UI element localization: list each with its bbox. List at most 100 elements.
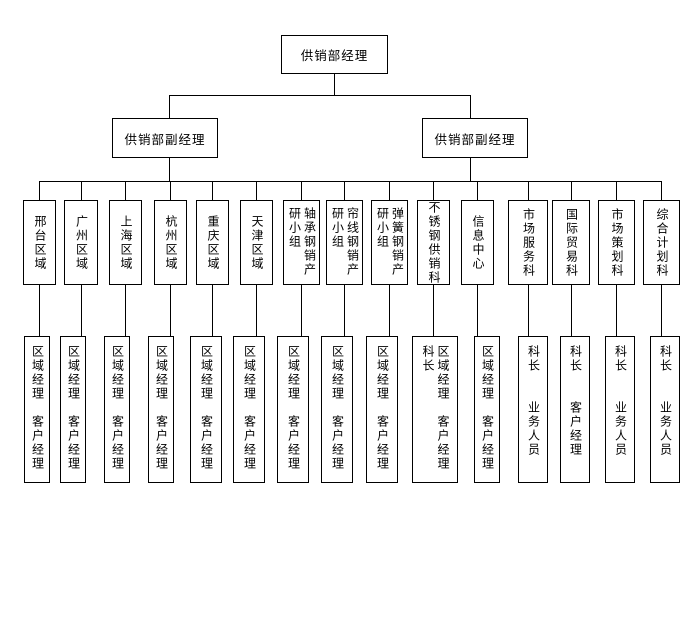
staff-box-10-line-1: 科长: [421, 345, 435, 373]
connector-dept-staff-7: [301, 285, 302, 336]
connector-deputy-left-up: [169, 95, 170, 118]
staff-box-4-line-0: 区域经理 客户经理: [154, 345, 169, 471]
dept-box-2: 广州区域: [64, 200, 98, 285]
staff-box-5-line-0: 区域经理 客户经理: [199, 345, 214, 471]
dept-box-10-line-0: 不锈钢供销科: [427, 200, 441, 285]
staff-box-15-line-0: 科长 业务人员: [658, 345, 673, 457]
staff-box-3-line-0: 区域经理 客户经理: [110, 345, 125, 471]
deputy-box-right-label: 供销部副经理: [434, 131, 516, 147]
dept-box-11: 信息中心: [461, 200, 494, 285]
dept-box-7-line-0: 轴承钢销产: [302, 207, 317, 277]
dept-box-9-line-0: 弹簧钢销产: [390, 207, 405, 277]
staff-box-3: 区域经理 客户经理: [104, 336, 130, 483]
connector-drop-dept-15: [661, 181, 662, 200]
connector-dept-staff-8: [344, 285, 345, 336]
dept-box-11-line-0: 信息中心: [471, 214, 485, 271]
staff-box-9-line-0: 区域经理 客户经理: [375, 345, 390, 471]
connector-root-stem: [334, 74, 335, 95]
staff-box-9: 区域经理 客户经理: [366, 336, 398, 483]
staff-box-2: 区域经理 客户经理: [60, 336, 86, 483]
connector-drop-dept-5: [212, 181, 213, 200]
staff-box-12-line-0: 科长 业务人员: [526, 345, 541, 457]
staff-box-10: 区域经理 客户经理科长: [412, 336, 458, 483]
connector-drop-dept-1: [39, 181, 40, 200]
connector-drop-dept-10: [433, 181, 434, 200]
dept-box-14-line-0: 市场策划科: [610, 207, 624, 278]
connector-drop-dept-7: [301, 181, 302, 200]
staff-box-1-line-0: 区域经理 客户经理: [30, 345, 45, 471]
dept-box-14: 市场策划科: [598, 200, 635, 285]
dept-box-6: 天津区域: [240, 200, 273, 285]
connector-dept-staff-3: [125, 285, 126, 336]
connector-dept-staff-10: [433, 285, 434, 336]
staff-box-6-line-0: 区域经理 客户经理: [242, 345, 257, 471]
dept-box-9-line-1: 研小组: [375, 207, 390, 249]
staff-box-12: 科长 业务人员: [518, 336, 548, 483]
staff-box-7: 区域经理 客户经理: [277, 336, 309, 483]
dept-box-8-line-0: 帘线钢销产: [345, 207, 360, 277]
connector-dept-staff-4: [170, 285, 171, 336]
connector-deputy-right-down: [470, 158, 471, 181]
dept-box-5-line-0: 重庆区域: [206, 214, 220, 271]
connector-deputy-left-down: [169, 158, 170, 181]
connector-rail-1: [169, 95, 471, 96]
dept-box-3: 上海区域: [109, 200, 142, 285]
deputy-box-left-label: 供销部副经理: [124, 131, 206, 147]
dept-box-1-line-0: 邢台区域: [33, 214, 47, 271]
connector-dept-staff-15: [661, 285, 662, 336]
dept-box-3-line-0: 上海区域: [119, 214, 133, 271]
dept-box-1: 邢台区域: [23, 200, 56, 285]
dept-box-4-line-0: 杭州区域: [164, 214, 178, 271]
connector-dept-staff-1: [39, 285, 40, 336]
connector-dept-staff-12: [528, 285, 529, 336]
dept-box-5: 重庆区域: [196, 200, 229, 285]
connector-rail-2: [39, 181, 661, 182]
dept-box-15-line-0: 综合计划科: [655, 207, 669, 278]
connector-dept-staff-11: [477, 285, 478, 336]
dept-box-8: 帘线钢销产研小组: [326, 200, 363, 285]
staff-box-11: 区域经理 客户经理: [474, 336, 500, 483]
root-box-label: 供销部经理: [300, 48, 369, 63]
staff-box-4: 区域经理 客户经理: [148, 336, 174, 483]
connector-dept-staff-14: [616, 285, 617, 336]
staff-box-14: 科长 业务人员: [605, 336, 635, 483]
connector-drop-dept-8: [344, 181, 345, 200]
connector-dept-staff-2: [81, 285, 82, 336]
staff-box-10-line-0: 区域经理 客户经理: [436, 345, 450, 471]
connector-drop-dept-3: [125, 181, 126, 200]
dept-box-13-line-0: 国际贸易科: [564, 207, 579, 278]
connector-dept-staff-6: [256, 285, 257, 336]
staff-box-8: 区域经理 客户经理: [321, 336, 353, 483]
staff-box-14-line-0: 科长 业务人员: [613, 345, 628, 457]
staff-box-11-line-0: 区域经理 客户经理: [480, 345, 495, 471]
staff-box-1: 区域经理 客户经理: [24, 336, 50, 483]
deputy-box-right: 供销部副经理: [422, 118, 528, 158]
staff-box-13: 科长 客户经理: [560, 336, 590, 483]
connector-drop-dept-4: [170, 181, 171, 200]
connector-dept-staff-5: [212, 285, 213, 336]
dept-box-13: 国际贸易科: [552, 200, 590, 285]
connector-drop-dept-6: [256, 181, 257, 200]
dept-box-4: 杭州区域: [154, 200, 187, 285]
connector-drop-dept-12: [528, 181, 529, 200]
dept-box-7-line-1: 研小组: [287, 207, 302, 249]
connector-drop-dept-13: [571, 181, 572, 200]
dept-box-9: 弹簧钢销产研小组: [371, 200, 408, 285]
staff-box-6: 区域经理 客户经理: [233, 336, 265, 483]
root-box: 供销部经理: [281, 35, 388, 74]
dept-box-6-line-0: 天津区域: [250, 214, 264, 271]
dept-box-15: 综合计划科: [643, 200, 680, 285]
dept-box-7: 轴承钢销产研小组: [283, 200, 320, 285]
dept-box-12: 市场服务科: [508, 200, 548, 285]
connector-dept-staff-13: [571, 285, 572, 336]
dept-box-2-line-0: 广州区域: [74, 214, 89, 271]
connector-drop-dept-9: [389, 181, 390, 200]
dept-box-10: 不锈钢供销科: [417, 200, 450, 285]
connector-drop-dept-11: [477, 181, 478, 200]
connector-drop-dept-14: [616, 181, 617, 200]
staff-box-7-line-0: 区域经理 客户经理: [286, 345, 301, 471]
staff-box-2-line-0: 区域经理 客户经理: [66, 345, 81, 471]
staff-box-15: 科长 业务人员: [650, 336, 680, 483]
staff-box-8-line-0: 区域经理 客户经理: [330, 345, 345, 471]
